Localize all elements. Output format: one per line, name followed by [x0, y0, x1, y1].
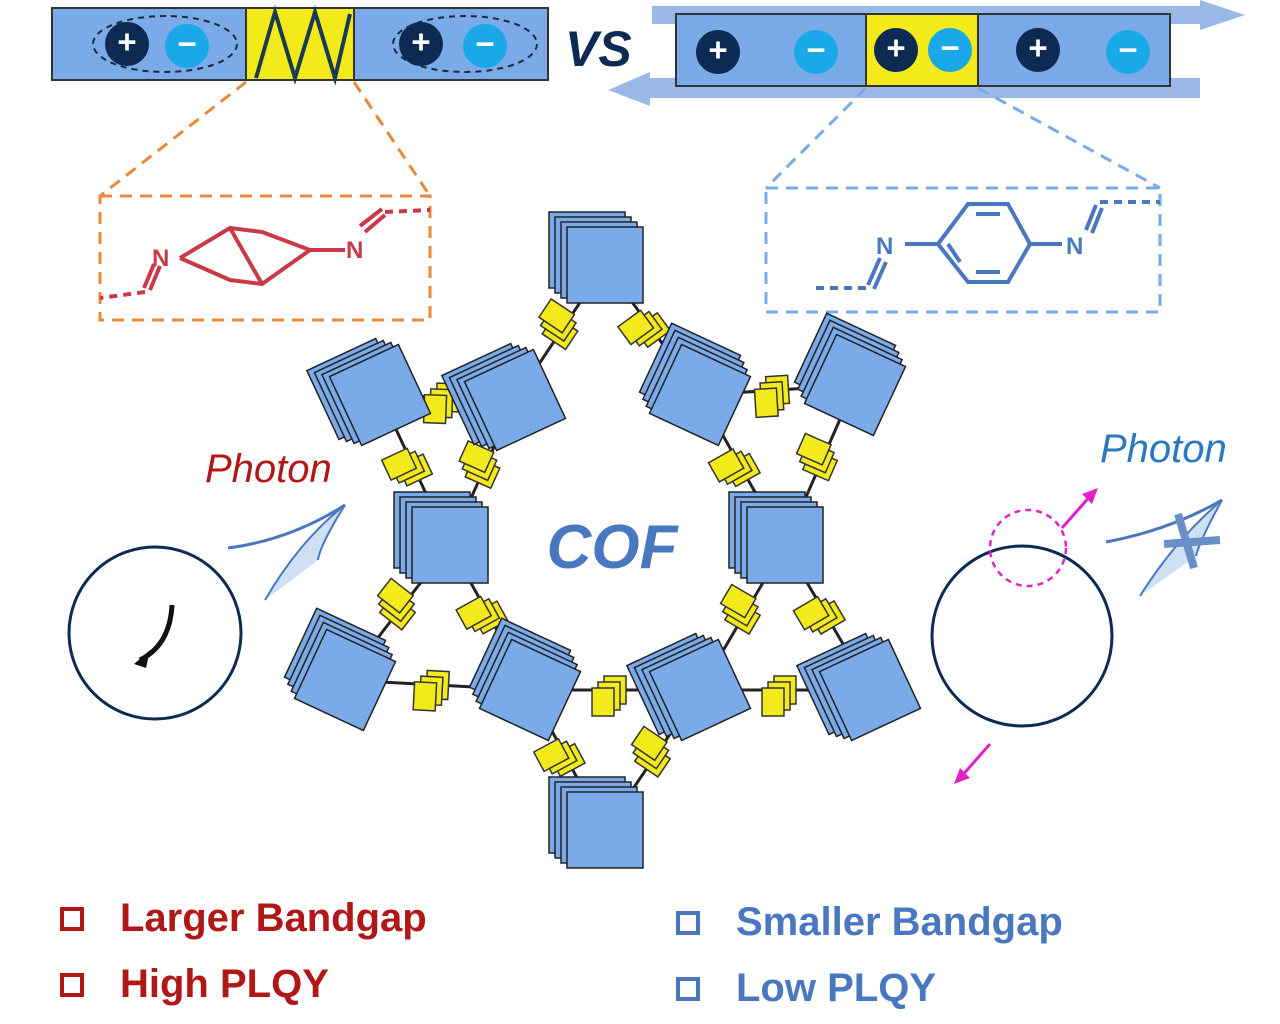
hole-charge-icon: +	[696, 30, 740, 74]
svg-text:−: −	[475, 25, 494, 62]
svg-text:+: +	[708, 31, 727, 68]
node-block	[818, 638, 922, 742]
hole-charge-icon: +	[1016, 28, 1060, 72]
legend-label: Smaller Bandgap	[736, 900, 1063, 944]
svg-text:−: −	[806, 31, 825, 68]
hole-charge-icon: +	[874, 28, 918, 72]
node-block	[328, 343, 432, 447]
linker-unit	[537, 297, 576, 334]
svg-text:−: −	[940, 29, 959, 66]
svg-text:+: +	[411, 23, 430, 60]
node-block	[293, 628, 397, 732]
linker-unit	[719, 583, 757, 619]
node-block	[648, 638, 752, 742]
linker-unit	[455, 595, 493, 631]
node-block	[411, 506, 489, 584]
nitrogen-label: N	[1066, 233, 1083, 260]
checkbox-icon	[676, 976, 700, 1001]
node-block	[566, 791, 644, 869]
legend-item: Larger Bandgap	[60, 896, 427, 941]
linker-unit	[707, 447, 745, 483]
electron-charge-icon: −	[928, 28, 972, 72]
legend-item: Smaller Bandgap	[676, 900, 1063, 945]
linker-unit	[591, 687, 615, 717]
electron-charge-icon: −	[463, 24, 507, 68]
svg-text:−: −	[1118, 31, 1137, 68]
aliphatic-linker-inset	[98, 80, 432, 322]
checkbox-icon	[60, 906, 84, 931]
linker-unit	[753, 387, 779, 419]
legend-label: Low PLQY	[736, 966, 936, 1010]
photon-label-emitted: Photon	[205, 447, 332, 491]
aromatic-linker-inset	[764, 86, 1162, 314]
node-block	[648, 343, 752, 447]
electron-charge-icon: −	[165, 24, 209, 68]
checkbox-icon	[60, 972, 84, 997]
node-block	[478, 638, 582, 742]
node-block	[803, 333, 907, 437]
legend-item: High PLQY	[60, 962, 329, 1007]
linker-unit	[795, 432, 833, 466]
benzene-structure	[815, 200, 1160, 290]
legend-label: Larger Bandgap	[120, 896, 427, 940]
bound-exciton-loop	[67, 503, 346, 721]
linker-unit	[616, 309, 655, 346]
svg-text:−: −	[177, 25, 196, 62]
node-block	[463, 348, 567, 452]
cof-label: COF	[547, 513, 680, 582]
linker-unit	[412, 680, 438, 712]
electron-charge-icon: −	[794, 30, 838, 74]
svg-text:+: +	[886, 29, 905, 66]
vs-label: VS	[565, 21, 632, 77]
nitrogen-label: N	[346, 237, 363, 264]
node-block	[746, 506, 824, 584]
linker-unit	[630, 725, 669, 762]
linker-unit	[761, 687, 785, 717]
dissociated-exciton-loop	[930, 488, 1223, 784]
hole-charge-icon: +	[105, 22, 149, 66]
hole-charge-icon: +	[399, 22, 443, 66]
node-block	[566, 226, 644, 304]
checkbox-icon	[676, 910, 700, 935]
photon-label-quenched: Photon	[1100, 427, 1227, 471]
linker-unit	[380, 447, 418, 482]
electron-charge-icon: −	[1106, 30, 1150, 74]
svg-text:+: +	[117, 23, 136, 60]
nitrogen-label: N	[152, 245, 169, 272]
legend-label: High PLQY	[120, 962, 329, 1006]
nitrogen-label: N	[876, 233, 893, 260]
linker-unit	[792, 595, 830, 631]
cof-framework	[283, 211, 922, 869]
cyclohexane-structure	[99, 207, 431, 300]
linker-unit	[376, 577, 415, 614]
legend-item: Low PLQY	[676, 966, 936, 1011]
linker-unit	[532, 737, 570, 773]
svg-text:+: +	[1028, 29, 1047, 66]
